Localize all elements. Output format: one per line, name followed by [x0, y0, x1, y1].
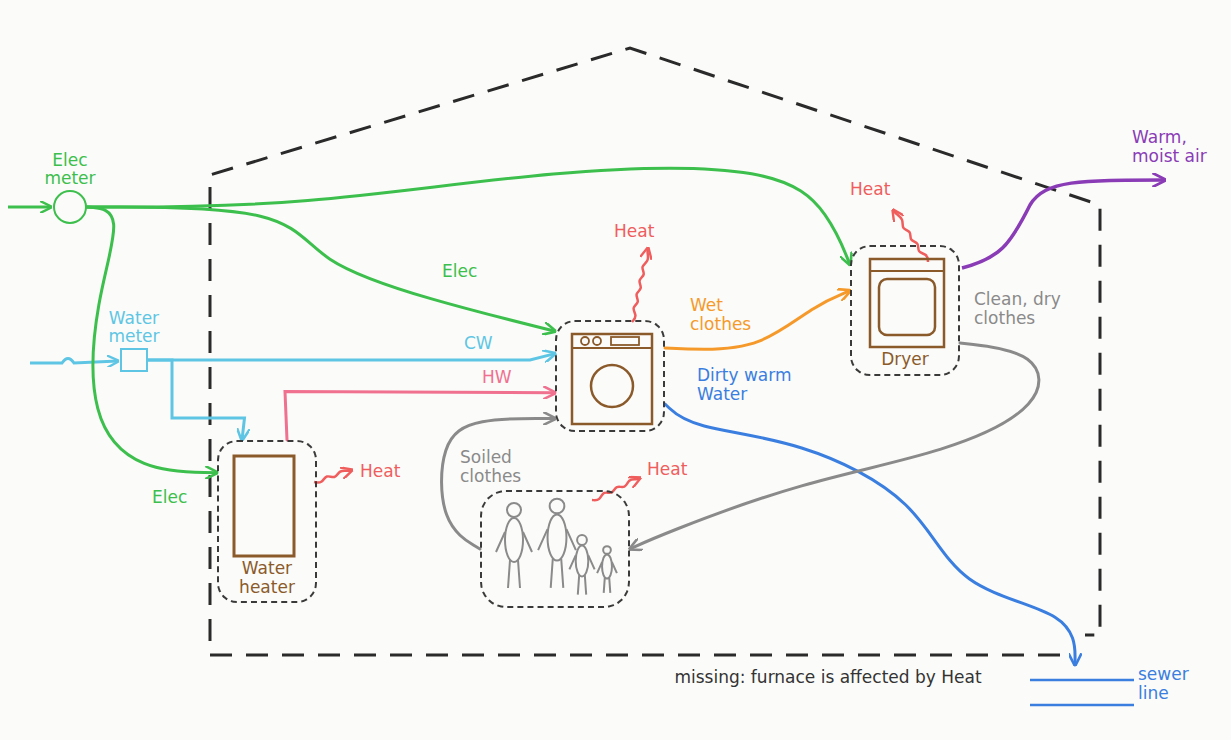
family-members — [480, 490, 630, 608]
exhaust-label: Warm, moist air — [1130, 128, 1226, 165]
flow-label: Dirty warm Water — [695, 366, 799, 403]
dryer: Dryer — [850, 245, 960, 376]
flow-connector — [630, 343, 1039, 549]
flow-connector — [148, 354, 555, 360]
water-supply-line — [30, 359, 118, 364]
water-meter: Water meter — [120, 348, 148, 372]
sewer-line: sewer line — [1030, 665, 1200, 720]
flow-connector — [665, 404, 1075, 665]
electric-meter-label: Elec meter — [39, 151, 101, 188]
water-meter-label: Water meter — [98, 309, 170, 346]
washer — [555, 320, 665, 432]
sewer-line-label: sewer line — [1138, 665, 1198, 702]
flow-connector — [442, 418, 555, 549]
flow-label: Elec — [440, 262, 479, 281]
flow-connector — [148, 360, 245, 440]
heat-label: Heat — [358, 462, 408, 481]
flow-connector — [87, 207, 217, 473]
flow-label: Clean, dry clothes — [972, 290, 1088, 327]
washer-drawing — [557, 322, 663, 430]
heat-arrow — [893, 210, 928, 262]
house-outline — [210, 48, 1100, 655]
heat-label: Heat — [645, 460, 695, 479]
exhaust-air-line — [962, 180, 1165, 268]
flow-label: HW — [480, 368, 514, 387]
water-heater-label: Water heater — [219, 559, 315, 596]
family-members-drawing — [482, 492, 628, 606]
heat-label: Heat — [612, 222, 662, 241]
flow-label: Wet clothes — [688, 296, 762, 333]
heat-arrow — [632, 248, 648, 322]
electric-supply-line — [8, 206, 51, 209]
flow-connector — [87, 168, 850, 264]
note-text: missing: furnace is affected by Heat — [668, 668, 988, 687]
flow-label: Soiled clothes — [458, 448, 530, 485]
heat-arrows — [314, 210, 928, 500]
electric-meter: Elec meter — [53, 190, 87, 224]
flow-connector — [665, 291, 850, 350]
flow-label: CW — [462, 334, 495, 353]
heat-arrow — [314, 470, 352, 483]
flow-label: Elec — [150, 488, 189, 507]
heat-label: Heat — [848, 180, 898, 199]
water-heater: Water heater — [217, 440, 317, 603]
flow-connector — [285, 392, 555, 441]
dryer-label: Dryer — [881, 350, 929, 369]
